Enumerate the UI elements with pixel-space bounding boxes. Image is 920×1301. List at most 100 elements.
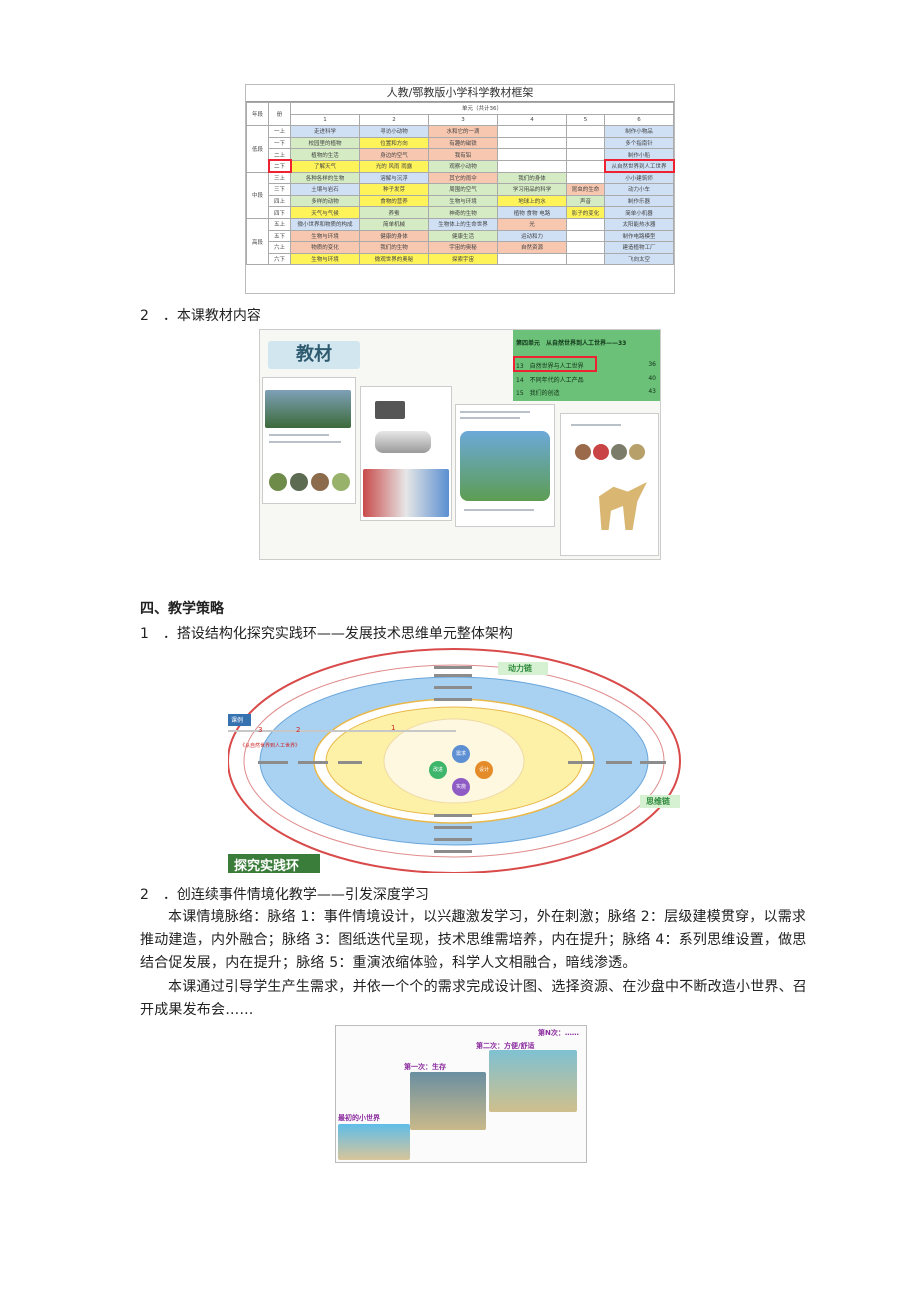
unit-cell: 校园里的植物 <box>290 136 360 150</box>
unit-cell: 制作电路模型 <box>604 229 674 243</box>
unit-number: 4 <box>497 113 567 127</box>
num-2: 2 <box>296 726 301 734</box>
unit-cell: 微小世界和物质的构成 <box>290 217 360 231</box>
term-cell: 三上 <box>268 171 291 185</box>
term-cell: 六上 <box>268 241 291 254</box>
unit-cell: 各种各样的生物 <box>290 171 360 185</box>
car-photo <box>375 431 431 453</box>
unit-cell <box>566 171 605 185</box>
unit-cell <box>497 159 567 173</box>
center-item-1: 改进 <box>433 767 444 773</box>
label-initial-world: 最初的小世界 <box>338 1114 380 1122</box>
unit-cell: 简单小机器 <box>604 206 674 219</box>
unit-number: 2 <box>359 113 429 127</box>
unit-cell: 小小建筑师 <box>604 171 674 185</box>
table-row: 一下校园里的植物位置和方向有趣的磁铁多个指南针 <box>247 136 674 150</box>
unit-cell: 影子的变化 <box>566 206 605 219</box>
unit-cell: 生物与环境 <box>428 194 498 208</box>
unit-cell: 健康的身体 <box>359 229 429 243</box>
unit-cell: 从自然世界到人工世界 <box>603 159 675 174</box>
dinosaur-photo <box>599 482 647 530</box>
unit-cell: 我们的生物 <box>359 241 429 254</box>
unit-cell <box>497 125 567 138</box>
unit-cell: 生物与环境 <box>290 229 360 243</box>
label-nth: 第N次：…… <box>538 1029 579 1037</box>
unit-cell <box>566 136 605 150</box>
unit-number: 1 <box>290 113 360 127</box>
unit-cell: 神奇的生物 <box>428 206 498 219</box>
unit-cell <box>497 252 567 266</box>
label-first: 第一次：生存 <box>404 1063 446 1071</box>
unit-cell <box>566 159 605 173</box>
label-lesson: 《从自然世界到人工世界》 <box>240 743 301 749</box>
toc-box: 第四单元 从自然世界到人工世界——33 13 自然世界与人工世界 14 不同年代… <box>513 330 660 401</box>
term-cell: 五上 <box>268 217 291 231</box>
unit-cell: 声音 <box>566 194 605 208</box>
term-cell: 四下 <box>268 206 291 219</box>
center-item-3: 实施 <box>456 784 467 790</box>
table-row: 六下生物与环境微观世界的奥秘探索宇宙飞向太空 <box>247 252 674 266</box>
unit-cell: 天气与气候 <box>290 206 360 219</box>
stage-cell: 中段 <box>246 171 269 219</box>
unit-cell: 种子发芽 <box>359 183 429 196</box>
unit-cell: 多个指南针 <box>604 136 674 150</box>
unit-cell: 走进科学 <box>290 125 360 138</box>
unit-cell: 宇宙的奥秘 <box>428 241 498 254</box>
paragraph-context: 本课情境脉络：脉络 1：事件情境设计，以兴趣激发学习，外在刺激；脉络 2：层级建… <box>140 909 807 971</box>
unit-cell: 植物的生活 <box>290 148 360 161</box>
textbook-page-2 <box>360 386 452 521</box>
unit-cell: 太阳能热水器 <box>604 217 674 231</box>
unit-cell: 其它的雨伞 <box>428 171 498 185</box>
header-units: 单元（共计36） <box>290 102 674 115</box>
unit-cell: 简单机械 <box>359 217 429 231</box>
term-cell: 一下 <box>268 136 291 150</box>
unit-cell <box>566 229 605 243</box>
sandbox-photo-initial <box>338 1124 410 1160</box>
toc-line-2: 14 不同年代的人工产品 <box>516 377 584 384</box>
unit-cell: 位置和方向 <box>359 136 429 150</box>
unit-cell <box>566 125 605 138</box>
unit-cell: 光 <box>497 217 567 231</box>
unit-cell: 观察小动物 <box>428 159 498 173</box>
table-row: 五下生物与环境健康的身体健康生活运动和力制作电路模型 <box>247 229 674 243</box>
textbook-page-4 <box>560 413 659 556</box>
unit-cell <box>566 252 605 266</box>
label-second: 第二次：方便/舒适 <box>476 1042 535 1050</box>
header-grade: 年段 <box>246 101 269 127</box>
unit-cell: 自然资源 <box>497 241 567 254</box>
unit-cell: 制作小物品 <box>604 125 674 138</box>
header-term: 册 <box>268 101 291 127</box>
landscape-photo <box>265 390 351 428</box>
term-cell: 一上 <box>268 125 291 138</box>
sandbox-photo-second <box>489 1050 577 1112</box>
section-heading-strategy: 四、教学策略 <box>140 601 224 617</box>
unit-cell: 运动和力 <box>497 229 567 243</box>
stage-cell: 高段 <box>246 217 269 266</box>
table-row: 四上多样的动物食物的营养生物与环境地球上的水声音制作乐器 <box>247 194 674 208</box>
unit-cell <box>566 148 605 161</box>
paragraph-process: 本课通过引导学生产生需求，并依一个个的需求完成设计图、选择资源、在沙盘中不断改造… <box>140 979 807 1018</box>
unit-cell: 物质的变化 <box>290 241 360 254</box>
stage-cell: 低段 <box>246 125 269 173</box>
unit-cell <box>566 241 605 254</box>
unit-cell: 学习用品的科学 <box>497 183 567 196</box>
unit-cell: 健康生活 <box>428 229 498 243</box>
toc-page-2: 40 <box>648 375 656 382</box>
unit-cell: 飞向太空 <box>604 252 674 266</box>
toc-line-1: 13 自然世界与人工世界 <box>516 363 584 370</box>
label-thinking: 思维链 <box>646 797 670 806</box>
table-row: 六上物质的变化我们的生物宇宙的奥秘自然资源建造植物工厂 <box>247 241 674 254</box>
center-item-0: 需求 <box>456 751 467 757</box>
unit-cell: 身边的空气 <box>359 148 429 161</box>
unit-cell: 生物体上的生命世界 <box>428 217 498 231</box>
unit-cell: 地球上的水 <box>497 194 567 208</box>
unit-cell: 光的 风雨 雨露 <box>359 159 429 173</box>
table-row: 中段三上各种各样的生物溶解与沉浮其它的雨伞我们的身体小小建筑师 <box>246 171 674 219</box>
unit-cell: 溶解与沉浮 <box>359 171 429 185</box>
unit-number: 6 <box>604 113 674 127</box>
sandbox-progression-figure: 最初的小世界 第一次：生存 第二次：方便/舒适 第N次：…… <box>335 1025 587 1163</box>
textbook-page-3 <box>455 404 555 527</box>
unit-cell <box>566 217 605 231</box>
laptop-photo <box>375 401 405 419</box>
textbook-page-1 <box>262 377 356 504</box>
